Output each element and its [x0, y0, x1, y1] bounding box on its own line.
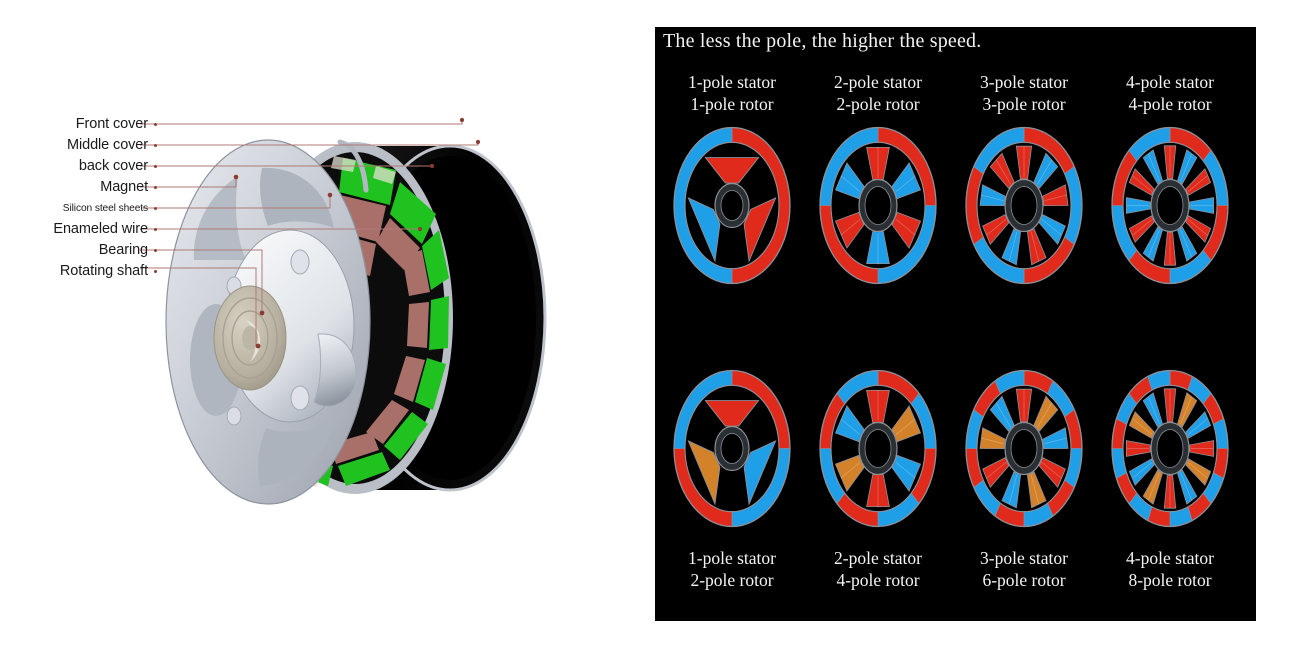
- callout-dot: [154, 270, 157, 273]
- pole-comparison-panel: The less the pole, the higher the speed.…: [655, 27, 1256, 621]
- pole-cell[interactable]: 4-pole stator 4-pole rotor: [1095, 67, 1245, 344]
- callout-label-text: Enameled wire: [53, 221, 148, 237]
- callout-bearing: Bearing: [8, 240, 157, 261]
- pole-cell-caption: 4-pole stator 8-pole rotor: [1095, 547, 1245, 591]
- rotor-label: 3-pole rotor: [982, 94, 1066, 114]
- motor-exploded-figure: Front cover Middle cover back cover Magn…: [8, 110, 550, 530]
- front-cover: [165, 139, 371, 505]
- rotor-label: 8-pole rotor: [1128, 570, 1212, 590]
- stator-label: 2-pole stator: [834, 548, 922, 568]
- callout-label-text: Bearing: [98, 242, 148, 258]
- stator-label: 2-pole stator: [834, 72, 922, 92]
- callout-label-text: back cover: [78, 158, 148, 174]
- motor-artwork: [150, 110, 550, 530]
- motor-cross-section-diagram: [1107, 123, 1233, 288]
- stator-label: 3-pole stator: [980, 548, 1068, 568]
- pole-cell-caption: 3-pole stator 3-pole rotor: [949, 71, 1099, 115]
- rotor-label: 4-pole rotor: [1128, 94, 1212, 114]
- stator-label: 4-pole stator: [1126, 548, 1214, 568]
- callout-rotating-shaft: Rotating shaft: [8, 261, 157, 282]
- callout-front-cover: Front cover: [8, 114, 157, 135]
- rotor-label: 6-pole rotor: [982, 570, 1066, 590]
- motor-cross-section-diagram: [815, 366, 941, 531]
- pole-cell-caption: 3-pole stator 6-pole rotor: [949, 547, 1099, 591]
- callout-label-text: Silicon steel sheets: [62, 203, 148, 214]
- callout-enameled-wire: Enameled wire: [8, 219, 157, 240]
- motor-cross-section-diagram: [1107, 366, 1233, 531]
- pole-cell-caption: 2-pole stator 2-pole rotor: [803, 71, 953, 115]
- pole-cell-caption: 1-pole stator 2-pole rotor: [657, 547, 807, 591]
- callout-label-text: Rotating shaft: [59, 263, 148, 279]
- pole-cell[interactable]: 3-pole stator 6-pole rotor: [949, 344, 1099, 621]
- rotor-label: 2-pole rotor: [690, 570, 774, 590]
- pole-cell[interactable]: 2-pole stator 4-pole rotor: [803, 344, 953, 621]
- stator-label: 1-pole stator: [688, 72, 776, 92]
- pole-row-doubled: 1-pole stator 2-pole rotor 2-pole stator…: [655, 344, 1256, 621]
- motor-cross-section-diagram: [961, 123, 1087, 288]
- callout-dot: [154, 165, 157, 168]
- stator-label: 1-pole stator: [688, 548, 776, 568]
- pole-cell-caption: 4-pole stator 4-pole rotor: [1095, 71, 1245, 115]
- rotor-label: 2-pole rotor: [836, 94, 920, 114]
- pole-cell-caption: 2-pole stator 4-pole rotor: [803, 547, 953, 591]
- callout-middle-cover: Middle cover: [8, 135, 157, 156]
- pole-cell[interactable]: 1-pole stator 1-pole rotor: [657, 67, 807, 344]
- bearing-assembly: [213, 285, 287, 391]
- callout-label-text: Front cover: [75, 116, 148, 132]
- callout-label-text: Middle cover: [67, 137, 148, 153]
- callout-dot: [154, 207, 157, 210]
- callout-dot: [154, 123, 157, 126]
- pole-grid: 1-pole stator 1-pole rotor 2-pole stator…: [655, 67, 1256, 621]
- callout-back-cover: back cover: [8, 156, 157, 177]
- motor-cross-section-diagram: [669, 123, 795, 288]
- callout-silicon-steel-sheets: Silicon steel sheets: [8, 198, 157, 219]
- motor-cross-section-diagram: [669, 366, 795, 531]
- stator-label: 4-pole stator: [1126, 72, 1214, 92]
- callout-label-text: Magnet: [100, 179, 148, 195]
- stator-label: 3-pole stator: [980, 72, 1068, 92]
- motor-cross-section-diagram: [815, 123, 941, 288]
- rotor-label: 1-pole rotor: [690, 94, 774, 114]
- pole-cell[interactable]: 3-pole stator 3-pole rotor: [949, 67, 1099, 344]
- callout-dot: [154, 228, 157, 231]
- callout-label-list: Front cover Middle cover back cover Magn…: [8, 114, 157, 282]
- pole-row-equal: 1-pole stator 1-pole rotor 2-pole stator…: [655, 67, 1256, 344]
- callout-magnet: Magnet: [8, 177, 157, 198]
- pole-cell[interactable]: 4-pole stator 8-pole rotor: [1095, 344, 1245, 621]
- panel-heading: The less the pole, the higher the speed.: [663, 30, 982, 52]
- pole-cell[interactable]: 1-pole stator 2-pole rotor: [657, 344, 807, 621]
- rotor-label: 4-pole rotor: [836, 570, 920, 590]
- callout-dot: [154, 186, 157, 189]
- pole-cell-caption: 1-pole stator 1-pole rotor: [657, 71, 807, 115]
- callout-dot: [154, 249, 157, 252]
- motor-illustration: [165, 139, 547, 505]
- pole-cell[interactable]: 2-pole stator 2-pole rotor: [803, 67, 953, 344]
- callout-dot: [154, 144, 157, 147]
- motor-cross-section-diagram: [961, 366, 1087, 531]
